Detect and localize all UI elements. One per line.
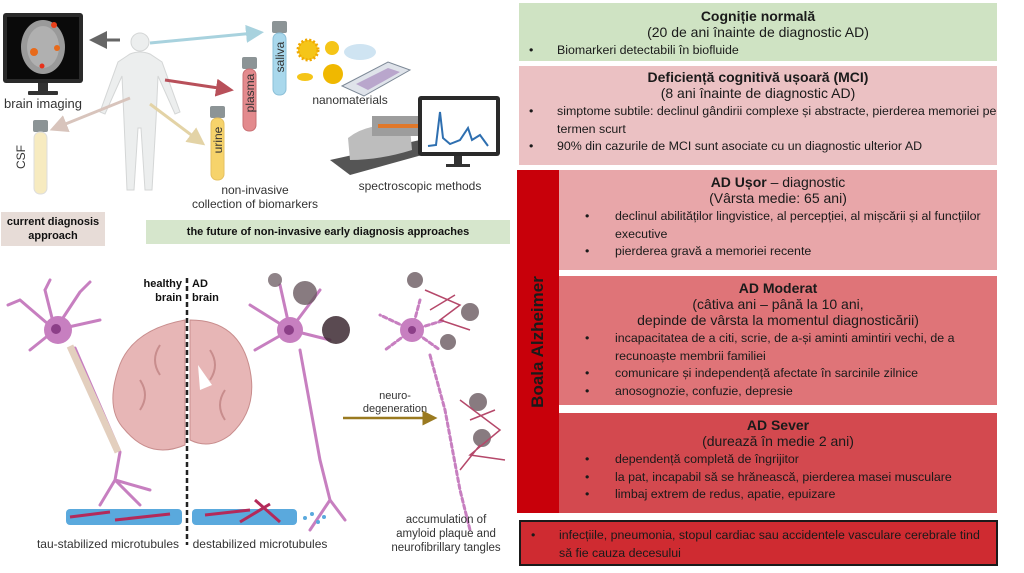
healthy-brain-line2: brain <box>155 292 182 304</box>
arrow-to-csf <box>49 96 131 132</box>
stage-bullet: incapacitatea de a citi, scrie, de a-și … <box>559 330 997 365</box>
saliva-tube-label: saliva <box>273 41 287 73</box>
stage-bullet: 90% din cazurile de MCI sunt asociate cu… <box>519 138 997 156</box>
stage-bullet: limbaj extrem de redus, apatie, epuizare <box>559 486 997 504</box>
stage-mci: Deficiență cognitivă ușoară (MCI) (8 ani… <box>519 66 997 165</box>
spectroscopic-label: spectroscopic methods <box>358 179 482 193</box>
ad-neuron-icon <box>248 283 347 532</box>
stage-severe-ad: AD Sever (durează în medie 2 ani) depend… <box>559 413 997 513</box>
plasma-tube-icon <box>242 57 257 132</box>
urine-tube-label: urine <box>211 126 225 154</box>
tau-stabilized-label: tau-stabilized microtubules <box>36 537 180 551</box>
current-approach-bg <box>1 212 105 246</box>
stage-title: AD Sever <box>746 417 810 433</box>
stage-title: Deficiență cognitivă ușoară (MCI) <box>647 69 869 85</box>
noninvasive-label-line1: non-invasive <box>221 183 289 197</box>
plasma-tube-label: plasma <box>243 73 257 113</box>
destabilized-label: destabilized microtubules <box>192 537 328 551</box>
myelin-sheath <box>66 344 122 454</box>
stage-bullet: declinul abilităților lingvistice, al pe… <box>559 208 997 243</box>
amyloid-plaque-icon <box>293 281 317 305</box>
stage-bullet: Biomarkeri detectabili în biofluide <box>519 42 997 60</box>
csf-tube-icon <box>33 120 48 195</box>
stage-mild-ad: AD Ușor – diagnostic (Vârsta medie: 65 a… <box>559 170 997 270</box>
future-approach-label: the future of non-invasive early diagnos… <box>186 226 470 238</box>
amyloid-plaque-icon <box>469 393 487 411</box>
future-approach-bg <box>146 220 510 244</box>
human-body-icon <box>99 32 181 191</box>
spectrometer-icon <box>330 96 500 175</box>
ad-brain-line2: brain <box>192 292 219 304</box>
stage-title-rest: – diagnostic <box>766 174 846 190</box>
accumulation-line1: accumulation of <box>405 514 487 526</box>
amyloid-plaque-icon <box>407 272 423 288</box>
degenerated-neuron-icon <box>378 298 472 532</box>
destabilized-microtubule-icon <box>192 498 326 525</box>
stage-bullet: anosognozie, confuzie, depresie <box>559 383 997 401</box>
urine-tube-icon <box>210 106 225 181</box>
saliva-tube-icon <box>272 21 287 96</box>
amyloid-plaque-icon <box>473 429 491 447</box>
stage-bullet: infecțiile, pneumonia, stopul cardiac sa… <box>521 526 996 562</box>
healthy-neuron-icon <box>6 278 152 507</box>
stage-bullet: pierderea gravă a memoriei recente <box>559 243 997 261</box>
stage-title: AD Moderat <box>738 280 818 296</box>
arrow-to-plasma <box>164 78 234 97</box>
stage-subtitle: (20 de ani înainte de diagnostic AD) <box>647 24 869 40</box>
stage-subtitle: (durează în medie 2 ani) <box>702 433 854 449</box>
stage-normal-cognition: Cogniție normală (20 de ani înainte de d… <box>519 3 997 61</box>
healthy-brain-line1: healthy <box>143 278 182 290</box>
brain-imaging-label: brain imaging <box>3 96 83 111</box>
neurofibrillary-tangles-icon <box>424 289 506 471</box>
stage-moderate-ad: AD Moderat (câtiva ani – până la 10 ani,… <box>559 276 997 405</box>
accumulation-line2: amyloid plaque and <box>396 528 496 540</box>
arrow-to-saliva <box>149 24 264 45</box>
amyloid-plaque-icon <box>268 273 282 287</box>
brain-cross-section-icon <box>112 319 253 451</box>
neurodegeneration-line2: degeneration <box>362 403 428 415</box>
arrow-to-urine <box>149 102 206 146</box>
amyloid-plaque-icon <box>322 316 350 344</box>
alzheimer-disease-sidebar: Boala Alzheimer <box>517 170 559 513</box>
stage-title: AD Ușor <box>710 174 767 190</box>
neurodegeneration-line1: neuro- <box>379 390 411 402</box>
accumulation-line3: neurofibrillary tangles <box>391 542 501 554</box>
current-approach-line2: approach <box>28 230 78 242</box>
stage-subtitle: (Vârsta medie: 65 ani) <box>709 190 847 206</box>
stage-death-causes: infecțiile, pneumonia, stopul cardiac sa… <box>519 520 998 566</box>
amyloid-plaque-icon <box>440 334 456 350</box>
stage-subtitle: (8 ani înainte de diagnostic AD) <box>660 85 856 101</box>
nanomaterials-icon <box>296 38 412 97</box>
neurodegeneration-illustration <box>6 272 506 545</box>
ad-brain-line1: AD <box>192 278 208 290</box>
stage-bullet: dependență completă de îngrijitor <box>559 451 997 469</box>
tau-microtubule-icon <box>66 509 182 525</box>
stage-subtitle-line1: (câtiva ani – până la 10 ani, <box>692 296 864 312</box>
stage-bullet: la pat, incapabil să se hrănească, pierd… <box>559 469 997 487</box>
current-approach-line1: current diagnosis <box>6 216 100 228</box>
brain-imaging-monitor-icon <box>3 13 83 95</box>
csf-tube-label: CSF <box>14 145 28 169</box>
stage-bullet: comunicare și independență afectate în s… <box>559 365 997 383</box>
stage-subtitle-line2: depinde de vârsta la momentul diagnostic… <box>637 312 919 328</box>
nanomaterials-label: nanomaterials <box>312 93 388 107</box>
noninvasive-label-line2: collection of biomarkers <box>191 197 319 211</box>
sidebar-label: Boala Alzheimer <box>528 275 547 408</box>
stage-title: Cogniție normală <box>700 8 816 24</box>
stage-bullet: simptome subtile: declinul gândirii comp… <box>519 103 997 138</box>
diagnosis-illustration <box>1 13 510 246</box>
amyloid-plaque-icon <box>461 303 479 321</box>
